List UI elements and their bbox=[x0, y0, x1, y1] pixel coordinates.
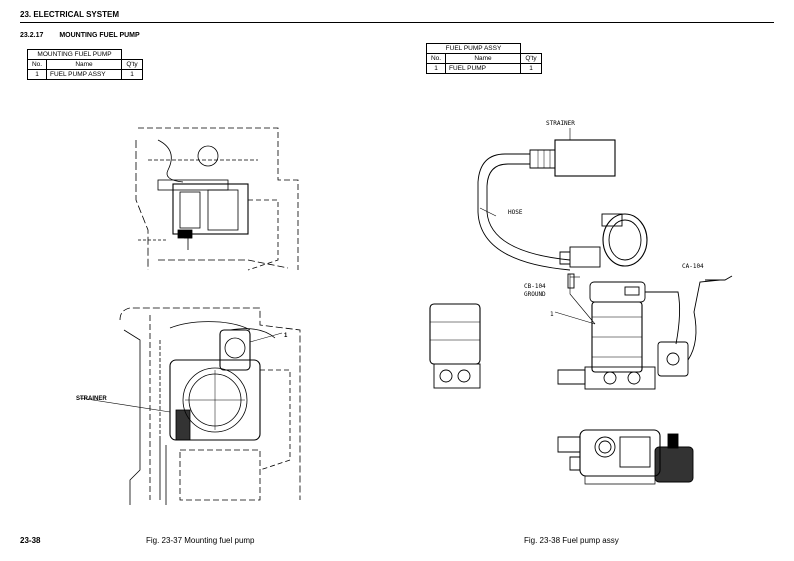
cell-name: FUEL PUMP ASSY bbox=[46, 69, 122, 80]
table-row: 1 FUEL PUMP ASSY 1 bbox=[27, 69, 143, 80]
cell-qty: 1 bbox=[520, 63, 542, 74]
pump-item-1-label: 1 bbox=[550, 311, 554, 318]
ca-104-label: CA-104 bbox=[682, 263, 704, 270]
table-row: 1 FUEL PUMP 1 bbox=[426, 63, 542, 74]
parts-table-caption: FUEL PUMP ASSY bbox=[426, 43, 521, 54]
subsection-name: MOUNTING FUEL PUMP bbox=[59, 32, 140, 39]
col-no-header: No. bbox=[27, 59, 47, 70]
figure-caption-pump-assy: Fig. 23-38 Fuel pump assy bbox=[524, 536, 619, 545]
col-name-header: Name bbox=[46, 59, 122, 70]
item-1-label: 1 bbox=[284, 333, 288, 339]
header-rule bbox=[20, 22, 774, 23]
parts-table-caption: MOUNTING FUEL PUMP bbox=[27, 49, 122, 60]
parts-table-pump-assy: FUEL PUMP ASSY No. Name Q'ty 1 FUEL PUMP… bbox=[426, 43, 542, 74]
cb-104-label: CB-104 bbox=[524, 283, 546, 290]
cell-name: FUEL PUMP bbox=[445, 63, 521, 74]
section-header: 23. ELECTRICAL SYSTEM bbox=[20, 10, 119, 19]
strainer-label: STRAINER bbox=[76, 396, 107, 402]
col-no-header: No. bbox=[426, 53, 446, 64]
subsection-number: 23.2.17 bbox=[20, 32, 44, 39]
subsection-title: 23.2.17 MOUNTING FUEL PUMP bbox=[20, 32, 140, 39]
page-number: 23-38 bbox=[20, 536, 41, 545]
col-qty-header: Q'ty bbox=[121, 59, 143, 70]
hose-strainer-label: STRAINER bbox=[546, 120, 575, 127]
cell-no: 1 bbox=[27, 69, 47, 80]
mounting-drawing-top bbox=[135, 127, 299, 271]
figure-caption-mounting: Fig. 23-37 Mounting fuel pump bbox=[146, 536, 255, 545]
ground-label: GROUND bbox=[524, 291, 546, 298]
mounting-drawing-bottom bbox=[79, 307, 301, 505]
hose-label: HOSE bbox=[508, 209, 523, 216]
parts-table-mounting: MOUNTING FUEL PUMP No. Name Q'ty 1 FUEL … bbox=[27, 49, 143, 80]
col-qty-header: Q'ty bbox=[520, 53, 542, 64]
pump-assy-drawing: STRAINER HOSE CA-104 CB-104 GROUND 1 bbox=[429, 120, 733, 485]
cell-qty: 1 bbox=[121, 69, 143, 80]
col-name-header: Name bbox=[445, 53, 521, 64]
cell-no: 1 bbox=[426, 63, 446, 74]
